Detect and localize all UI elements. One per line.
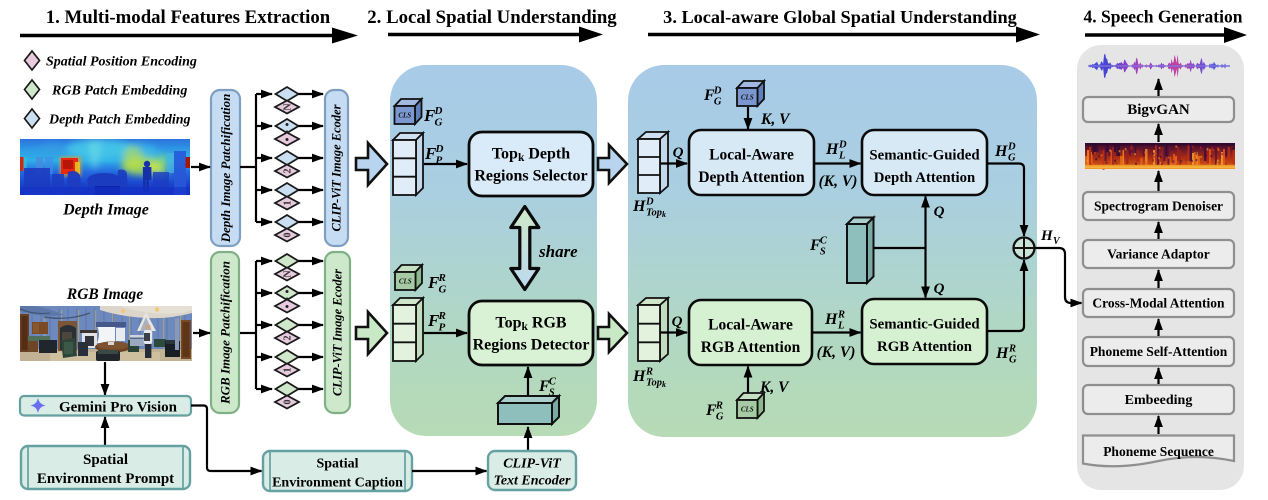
svg-text:4. Speech Generation: 4. Speech Generation [1084,7,1243,27]
svg-text:Variance Adaptor: Variance Adaptor [1107,247,1210,262]
svg-text:Q: Q [672,314,683,330]
svg-text:FRP: FRP [427,310,446,334]
svg-text:Semantic-Guided: Semantic-Guided [869,317,980,333]
svg-text:Environment Caption: Environment Caption [272,476,403,491]
svg-text:0: 0 [283,400,294,405]
svg-text:0: 0 [283,233,294,238]
svg-text:1: 1 [283,368,294,373]
svg-text:3. Local-aware Global Spatial: 3. Local-aware Global Spatial Understand… [663,7,1017,27]
svg-text:HRL: HRL [824,309,845,331]
svg-text:K, V: K, V [760,111,791,128]
svg-text:share: share [538,242,578,261]
svg-text:Q: Q [934,281,945,297]
svg-text:BigvGAN: BigvGAN [1127,102,1190,118]
svg-text:CLS: CLS [741,94,754,102]
svg-text:Local-Aware: Local-Aware [709,147,794,164]
svg-text:N: N [283,103,294,111]
svg-text:Embeeding: Embeeding [1125,393,1193,408]
svg-text:FDP: FDP [424,143,444,167]
svg-text:Gemini Pro Vision: Gemini Pro Vision [59,400,178,416]
svg-text:FDG: FDG [703,85,722,107]
svg-text:Spectrogram Denoiser: Spectrogram Denoiser [1094,199,1223,214]
svg-text:Local-Aware: Local-Aware [708,317,793,334]
svg-text:CLS: CLS [398,112,411,120]
svg-text:2: 2 [283,169,294,174]
svg-text:RGB Patch Embedding: RGB Patch Embedding [51,84,187,99]
svg-text:FCS: FCS [809,235,828,257]
svg-text:FCS: FCS [538,376,557,398]
svg-text:(K, V): (K, V) [817,344,856,361]
svg-text:Spatial: Spatial [83,452,128,468]
svg-text:Depth Image: Depth Image [62,202,149,219]
svg-text:HDL: HDL [825,139,847,161]
svg-text:1. Multi-modal Features Extrac: 1. Multi-modal Features Extraction [46,7,331,28]
svg-text:CLIP-ViT Image Ecoder: CLIP-ViT Image Ecoder [331,269,345,396]
svg-text:HV: HV [1040,228,1061,247]
svg-text:FDG: FDG [423,105,443,129]
svg-text:Depth Attention: Depth Attention [698,169,805,186]
svg-text:CLIP-ViT: CLIP-ViT [503,457,562,472]
svg-text:CLS: CLS [399,278,412,286]
svg-text:HRG: HRG [995,343,1017,365]
svg-text:Phoneme Self-Attention: Phoneme Self-Attention [1090,344,1228,359]
svg-text:Q: Q [673,145,684,161]
svg-text:RGB Attention: RGB Attention [701,339,801,356]
svg-text:RGB Attention: RGB Attention [877,339,972,355]
svg-text:Phoneme Sequence: Phoneme Sequence [1103,444,1214,459]
svg-text:Spatial: Spatial [316,457,358,472]
svg-text:Depth Attention: Depth Attention [874,170,976,186]
svg-text:Text Encoder: Text Encoder [494,474,571,489]
svg-text:1: 1 [283,201,294,206]
svg-text:Environment Prompt: Environment Prompt [37,471,174,487]
svg-text:Topk RGB: Topk RGB [495,315,567,334]
svg-text:Spatial Position Encoding: Spatial Position Encoding [46,55,197,70]
svg-text:K, V: K, V [759,379,790,396]
svg-text:N: N [283,270,294,278]
svg-text:Semantic-Guided: Semantic-Guided [869,148,980,164]
svg-text:RGB Image Patchification: RGB Image Patchification [217,261,232,405]
svg-text:Regions Selector: Regions Selector [474,168,587,185]
svg-text:Depth Image Patchification: Depth Image Patchification [218,94,233,244]
svg-text:RGB Image: RGB Image [66,286,143,303]
svg-text:Topk Depth: Topk Depth [492,146,570,165]
svg-text:Regions Detector: Regions Detector [473,337,590,354]
svg-text:CLIP-ViT Image Ecoder: CLIP-ViT Image Ecoder [330,104,344,231]
svg-text:2: 2 [283,336,294,341]
svg-text:FRG: FRG [427,272,447,296]
svg-text:HDG: HDG [994,141,1016,163]
svg-text:FRG: FRG [705,400,724,422]
svg-text:Depth Patch Embedding: Depth Patch Embedding [48,113,191,128]
svg-text:2. Local Spatial Understanding: 2. Local Spatial Understanding [367,7,617,28]
svg-text:(K, V): (K, V) [819,173,858,190]
svg-text:Q: Q [934,204,945,220]
svg-text:CLS: CLS [741,406,754,414]
svg-text:Cross-Modal Attention: Cross-Modal Attention [1092,296,1225,311]
